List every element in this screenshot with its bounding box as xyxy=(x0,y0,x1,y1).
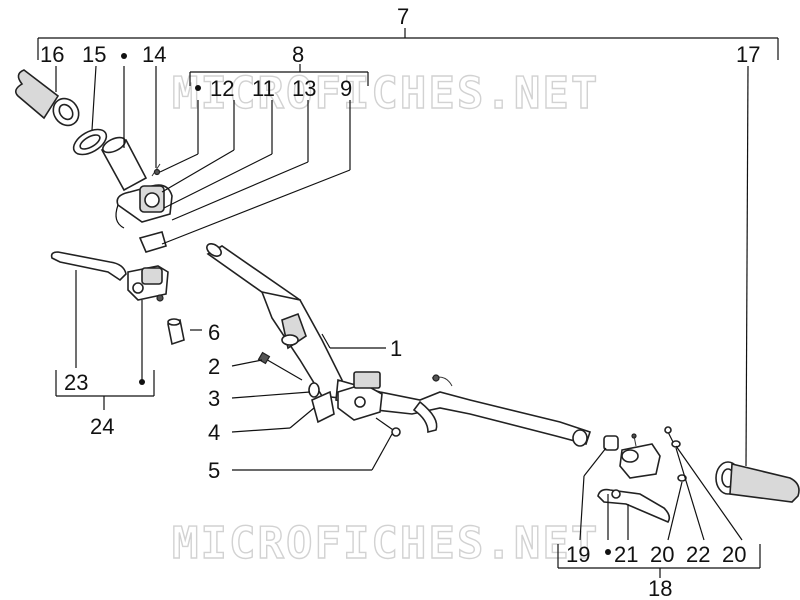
callout-22: 22 xyxy=(686,542,710,567)
callout-20a: 20 xyxy=(650,542,674,567)
washer xyxy=(308,382,320,398)
callout-6: 6 xyxy=(208,320,220,345)
callout-18: 18 xyxy=(648,576,672,600)
callout-12: 12 xyxy=(210,76,234,101)
callout-3: 3 xyxy=(208,386,220,411)
callout-14: 14 xyxy=(142,42,166,67)
callout-labels: 7 16 15 14 8 12 11 13 9 17 1 6 2 3 4 5 2… xyxy=(40,4,760,600)
callout-8: 8 xyxy=(292,42,304,67)
callout-24: 24 xyxy=(90,414,114,439)
bracket-24 xyxy=(55,370,155,410)
center-clamp xyxy=(337,371,383,421)
callout-13: 13 xyxy=(292,76,316,101)
callout-2: 2 xyxy=(208,354,220,379)
throttle-sleeve xyxy=(100,136,148,192)
handlebar-tube xyxy=(206,243,592,447)
callout-9: 9 xyxy=(340,76,352,101)
spacer-tube xyxy=(167,318,185,346)
right-brake-lever xyxy=(597,488,671,523)
throttle-housing xyxy=(115,184,173,229)
mounting-screw xyxy=(257,351,303,381)
callout-21: 21 xyxy=(614,542,638,567)
callout-20b: 20 xyxy=(722,542,746,567)
callout-15: 15 xyxy=(82,42,106,67)
lever-screws xyxy=(664,426,687,482)
throttle-cable xyxy=(138,231,167,253)
leader-lines xyxy=(55,53,749,555)
bracket-8 xyxy=(189,64,369,86)
callout-16: 16 xyxy=(40,42,64,67)
bracket-7 xyxy=(37,28,779,60)
mounting-bracket xyxy=(311,390,335,424)
left-grip xyxy=(14,69,80,127)
grip-ring xyxy=(72,128,108,156)
callout-7: 7 xyxy=(397,4,409,29)
clamp-bolt xyxy=(375,417,401,437)
callout-4: 4 xyxy=(208,420,220,445)
right-brake-master-cylinder xyxy=(619,433,661,479)
callout-5: 5 xyxy=(208,458,220,483)
callout-17: 17 xyxy=(736,42,760,67)
left-brake-lever xyxy=(50,251,127,282)
callout-19: 19 xyxy=(566,542,590,567)
watermark-top: MICROFICHES.NET xyxy=(172,68,599,119)
callout-11: 11 xyxy=(252,76,275,101)
left-brake-master-cylinder xyxy=(127,265,169,302)
callout-23: 23 xyxy=(64,370,88,395)
bracket-18 xyxy=(557,544,761,578)
watermark-bottom: MICROFICHES.NET xyxy=(172,518,599,569)
right-bush xyxy=(603,435,619,451)
callout-1: 1 xyxy=(390,336,402,361)
right-grip xyxy=(715,461,800,503)
